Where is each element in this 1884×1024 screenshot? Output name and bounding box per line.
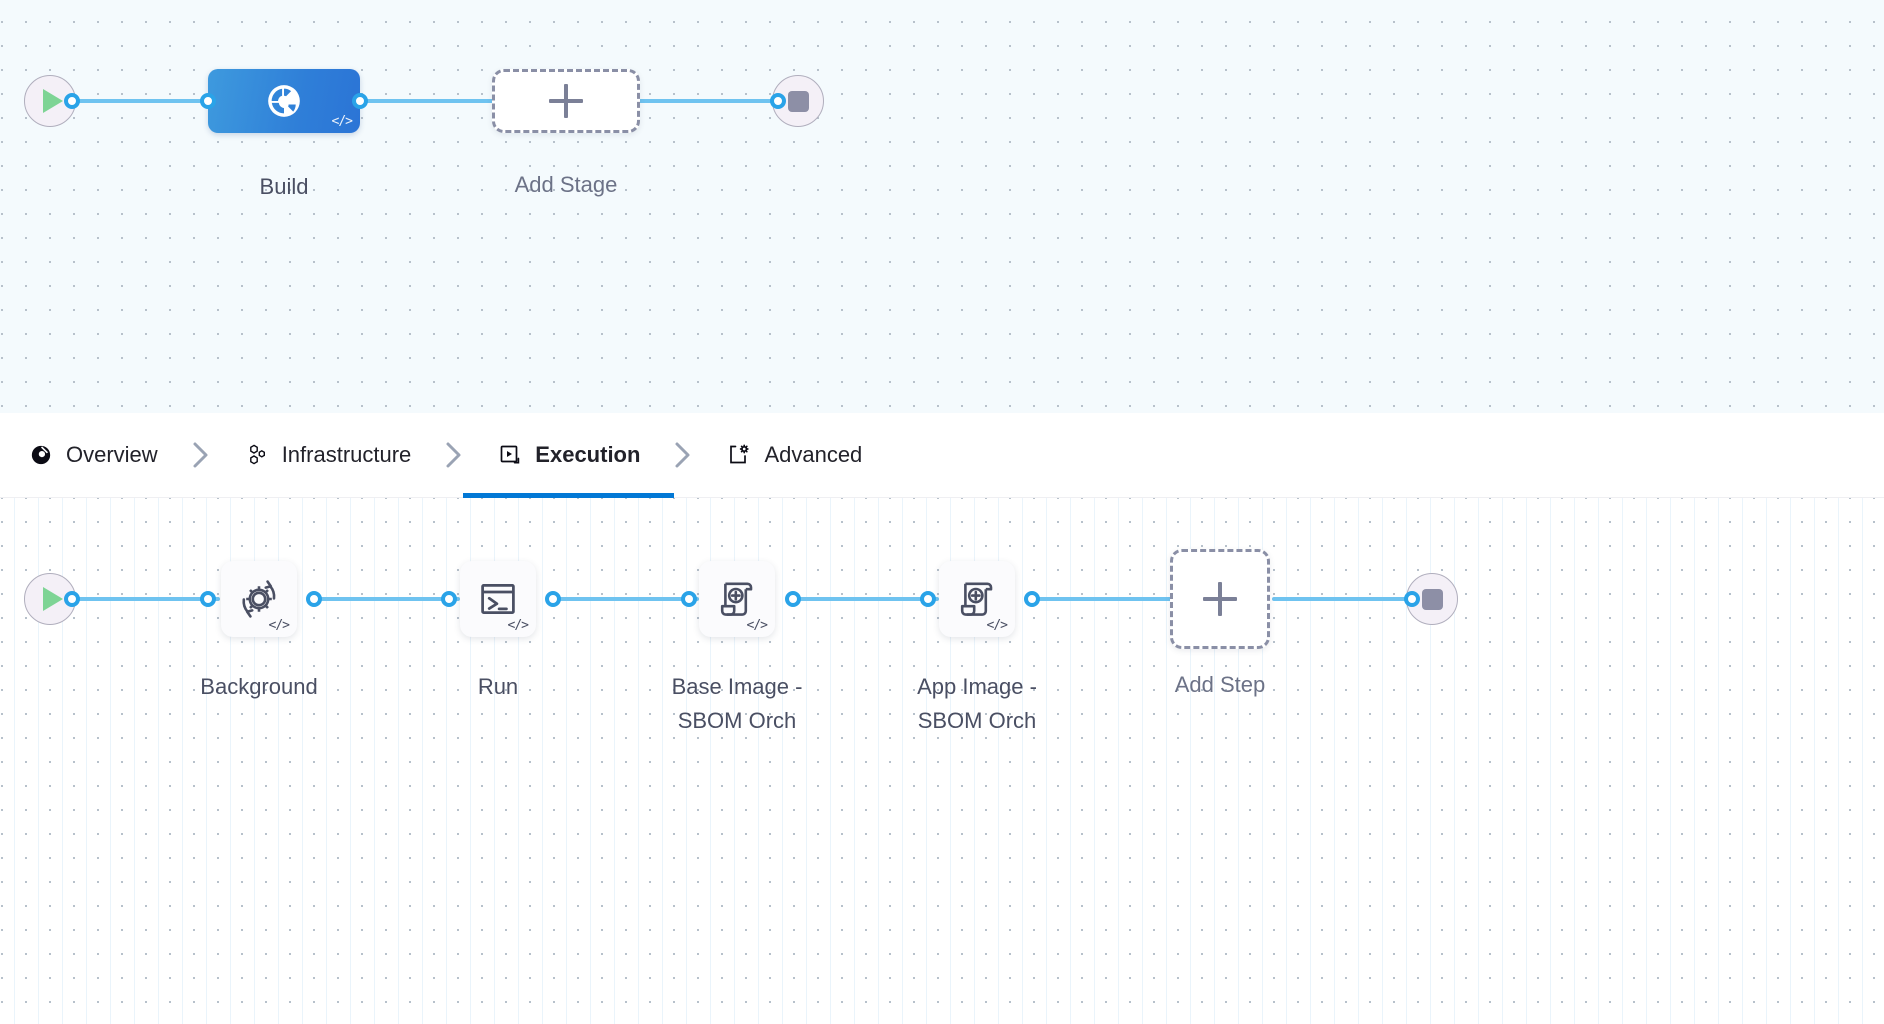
chevron-right-icon <box>646 440 720 470</box>
edge-start-to-background <box>70 597 220 601</box>
code-badge-icon: </> <box>507 618 530 633</box>
stop-icon <box>1421 588 1443 610</box>
tab-infrastructure-label: Infrastructure <box>281 442 412 467</box>
edge-background-to-run <box>310 597 460 601</box>
tab-infrastructure[interactable]: Infrastructure <box>238 413 418 498</box>
edge-addstep-to-end <box>1272 597 1427 601</box>
port-start-out[interactable] <box>64 93 80 109</box>
code-badge-icon: </> <box>331 114 354 129</box>
scroll-plus-icon <box>960 582 993 616</box>
port-appimage-in[interactable] <box>920 591 936 607</box>
step-node-run[interactable]: </> <box>460 561 536 637</box>
step-label-base-image-sbom-orch: Base Image - SBOM Orch <box>671 674 803 734</box>
add-step-button[interactable] <box>1170 549 1270 649</box>
port-run-in[interactable] <box>441 591 457 607</box>
terminal-icon <box>481 584 515 614</box>
step-node-app-image-sbom-orch[interactable]: </> <box>939 561 1015 637</box>
code-badge-icon: </> <box>746 618 769 633</box>
play-icon <box>43 89 63 113</box>
stage-node-build[interactable]: </> <box>208 69 360 133</box>
edge-appimage-to-addstep <box>1028 597 1178 601</box>
stage-label-build: Build <box>259 174 309 199</box>
pipeline-stage-canvas[interactable]: </> Build Add Stage <box>0 0 1884 413</box>
harness-overview-icon <box>28 442 54 468</box>
execution-steps-canvas[interactable]: </> Background </> Run </> Base Image - … <box>0 498 1884 1024</box>
port-baseimage-out[interactable] <box>785 591 801 607</box>
port-exec-end-in[interactable] <box>1404 591 1420 607</box>
play-icon <box>43 587 63 611</box>
edge-addstage-to-end <box>636 99 786 103</box>
step-node-background[interactable]: </> <box>221 561 297 637</box>
tab-overview[interactable]: Overview <box>22 413 164 498</box>
port-end-in[interactable] <box>770 93 786 109</box>
edge-start-to-build <box>70 99 220 103</box>
step-label-background: Background <box>200 674 318 699</box>
step-node-base-image-sbom-orch[interactable]: </> <box>699 561 775 637</box>
tab-execution[interactable]: Execution <box>463 413 675 498</box>
code-badge-icon: </> <box>986 618 1009 633</box>
step-label-run: Run <box>477 674 519 699</box>
port-background-out[interactable] <box>306 591 322 607</box>
tab-execution-label: Execution <box>535 442 641 467</box>
port-appimage-out[interactable] <box>1024 591 1040 607</box>
stop-icon <box>787 90 809 112</box>
tab-advanced[interactable]: Advanced <box>720 413 868 498</box>
tab-overview-label: Overview <box>66 442 158 467</box>
add-stage-label: Add Stage <box>514 172 618 197</box>
port-run-out[interactable] <box>545 591 561 607</box>
chevron-right-icon <box>164 440 238 470</box>
tab-advanced-label: Advanced <box>764 442 863 467</box>
edge-baseimage-to-appimage <box>789 597 939 601</box>
card-gear-icon <box>726 442 752 468</box>
play-box-icon <box>497 442 523 468</box>
plus-icon <box>549 84 583 118</box>
port-build-in[interactable] <box>200 93 216 109</box>
plus-icon <box>1203 582 1237 616</box>
add-stage-button[interactable] <box>492 69 640 133</box>
step-label-app-image-sbom-orch: App Image - SBOM Orch <box>917 674 1037 734</box>
gear-refresh-icon <box>242 580 276 618</box>
stage-config-tab-bar: Overview Infrastructure Execution <box>0 413 1884 498</box>
scroll-plus-icon <box>720 582 753 616</box>
port-baseimage-in[interactable] <box>681 591 697 607</box>
edge-run-to-baseimage <box>549 597 699 601</box>
port-exec-start-out[interactable] <box>64 591 80 607</box>
add-step-label: Add Step <box>1174 672 1266 697</box>
port-build-out[interactable] <box>352 93 368 109</box>
harness-ci-icon <box>268 85 300 117</box>
chevron-right-icon <box>417 440 491 470</box>
port-background-in[interactable] <box>200 591 216 607</box>
code-badge-icon: </> <box>268 618 291 633</box>
edge-build-to-addstage <box>352 99 502 103</box>
hexagon-cluster-icon <box>244 442 270 468</box>
